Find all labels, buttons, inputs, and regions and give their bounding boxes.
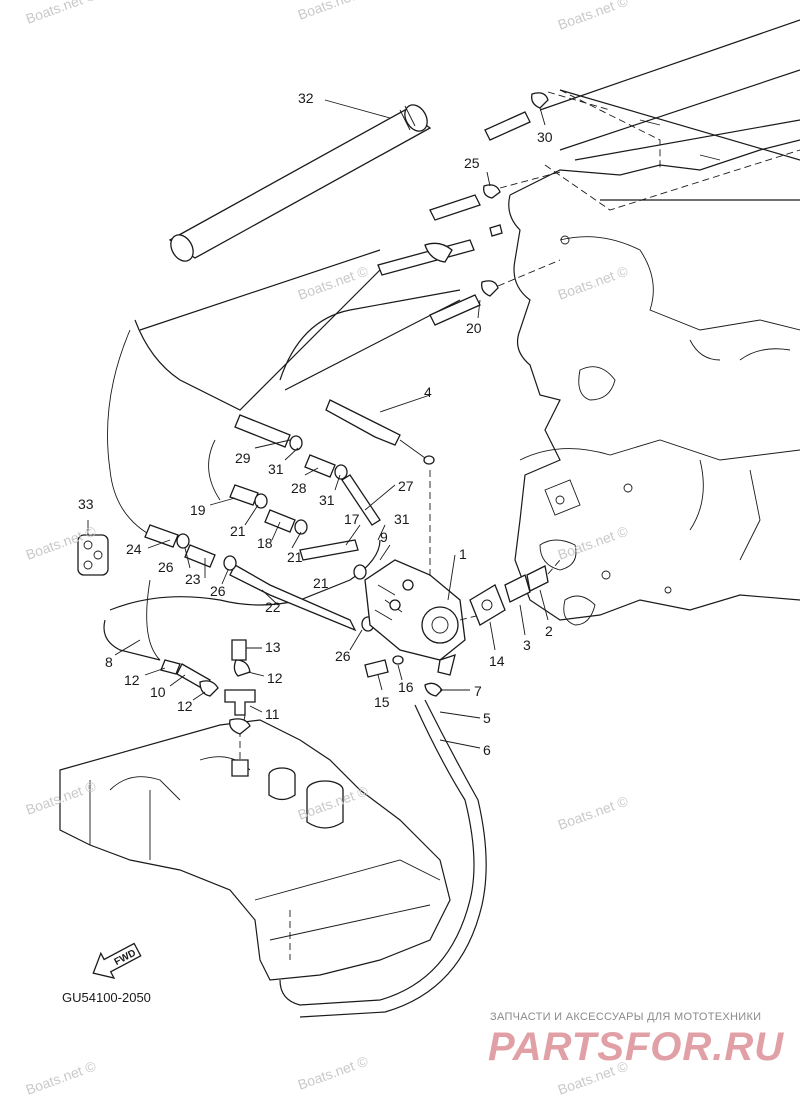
part-1-fuel-pump [364,470,561,697]
brand-block: ЗАПЧАСТИ И АКСЕССУАРЫ ДЛЯ МОТОТЕХНИКИ PA… [488,1011,784,1069]
callout-32: 32 [298,90,314,106]
part-32-pipe [168,104,432,262]
callout-12: 12 [177,698,193,714]
callout-2: 2 [545,623,553,639]
callout-4: 4 [424,384,432,400]
callout-24: 24 [126,541,142,557]
callout-31: 31 [268,461,284,477]
watermark: Boats.net © [556,522,631,562]
callout-30: 30 [537,129,553,145]
fwd-arrow: FWD [92,942,142,979]
watermark: Boats.net © [556,792,631,832]
callout-15: 15 [374,694,390,710]
watermark: Boats.net © [24,777,99,817]
callout-3: 3 [523,637,531,653]
callout-28: 28 [291,480,307,496]
part-33-grommet [77,534,109,576]
callout-17: 17 [344,511,360,527]
callout-26: 26 [158,559,174,575]
engine-block [508,19,800,626]
callout-21: 21 [313,575,329,591]
watermark: Boats.net © [296,262,371,302]
callout-21: 21 [230,523,246,539]
fuel-tank [59,719,451,981]
callout-8: 8 [105,654,113,670]
watermark: Boats.net © [24,1057,99,1097]
callout-31: 31 [394,511,410,527]
watermark: Boats.net © [556,262,631,302]
callout-18: 18 [257,535,273,551]
brand-subtitle: ЗАПЧАСТИ И АКСЕССУАРЫ ДЛЯ МОТОТЕХНИКИ [490,1011,761,1023]
watermark: Boats.net © [296,1052,371,1092]
callout-16: 16 [398,679,414,695]
brand-logo: PARTSFOR.RU [488,1025,784,1069]
callout-26: 26 [210,583,226,599]
callout-13: 13 [265,639,281,655]
callout-9: 9 [380,529,388,545]
callout-1: 1 [459,546,467,562]
callout-31: 31 [319,492,335,508]
callout-27: 27 [398,478,414,494]
callout-33: 33 [78,496,94,512]
callout-7: 7 [474,683,482,699]
callout-11: 11 [265,706,280,722]
callout-5: 5 [483,710,491,726]
callout-numbers: 32 30 25 20 4 29 31 28 31 27 19 21 18 21… [78,90,553,758]
callout-26: 26 [335,648,351,664]
part-4-cable [325,399,435,465]
fwd-label: FWD [113,948,138,968]
callout-19: 19 [190,502,206,518]
callout-29: 29 [235,450,251,466]
callout-14: 14 [489,653,505,669]
callout-6: 6 [483,742,491,758]
callout-21: 21 [287,549,303,565]
lower-left-fittings [160,639,256,735]
watermark: Boats.net © [24,0,99,27]
callout-12: 12 [267,670,283,686]
upper-tubes [377,91,611,326]
callout-23: 23 [185,571,201,587]
callout-22: 22 [265,599,281,615]
callout-12: 12 [124,672,140,688]
watermark: Boats.net © [556,0,631,33]
callout-25: 25 [464,155,480,171]
filler-neck [268,767,344,829]
fittings-left [77,414,381,632]
callout-10: 10 [150,684,166,700]
diagram-code: GU54100-2050 [62,990,151,1005]
leaders [87,99,549,749]
watermark: Boats.net © [296,0,371,23]
callout-20: 20 [466,320,482,336]
